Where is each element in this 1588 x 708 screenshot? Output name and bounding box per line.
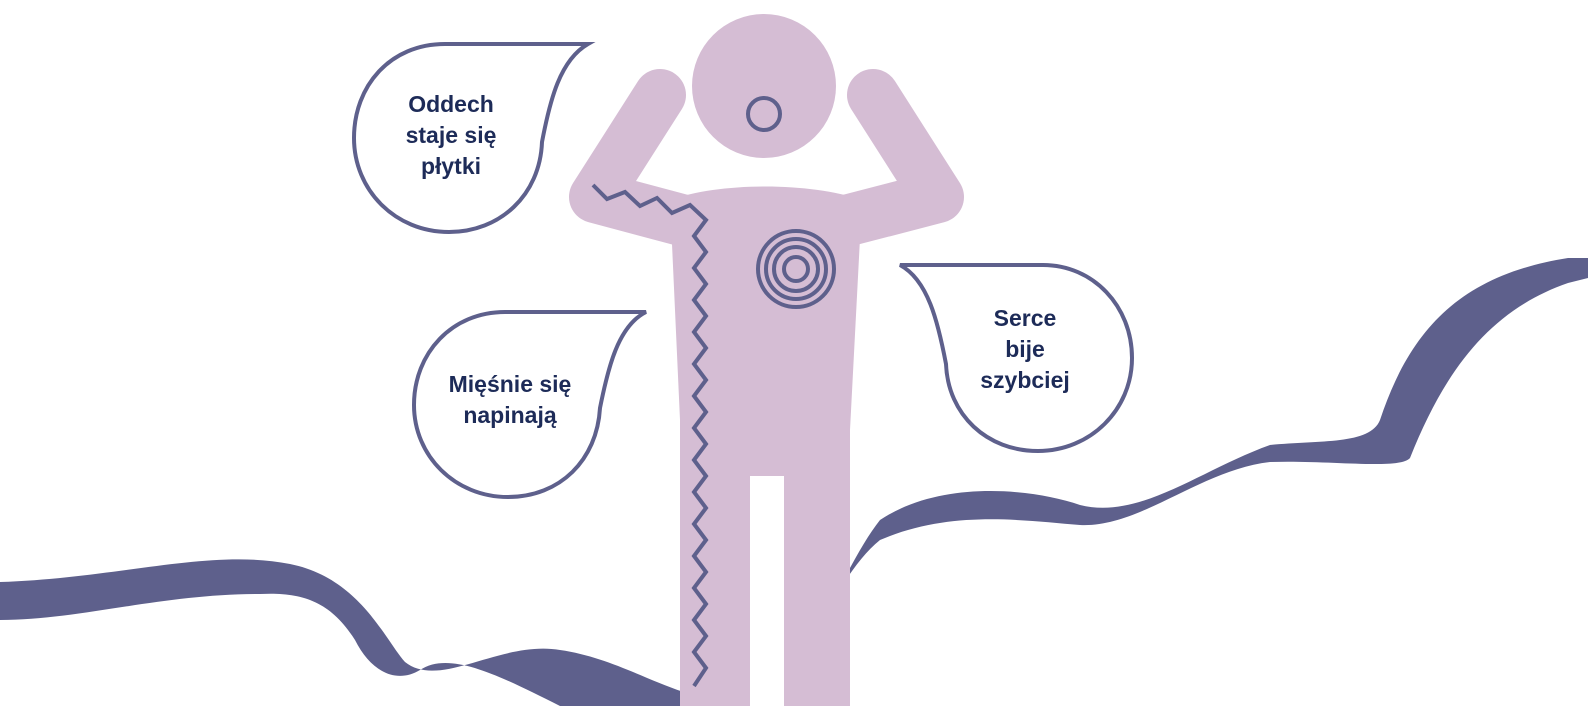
- breathing-callout-line-1: Oddech: [408, 89, 494, 120]
- breathing-callout-line-3: płytki: [421, 151, 481, 182]
- breathing-callout-text: Oddech staje się płytki: [370, 70, 532, 200]
- heart-callout-line-3: szybciej: [980, 365, 1070, 396]
- breathing-callout-line-2: staje się: [406, 120, 497, 151]
- heart-callout-line-1: Serce: [994, 303, 1057, 334]
- heart-callout-line-2: bije: [1005, 334, 1045, 365]
- heart-callout-text: Serce bije szybciej: [950, 284, 1100, 414]
- muscles-callout-line-2: napinają: [463, 400, 556, 431]
- leg-gap: [750, 476, 784, 708]
- head: [692, 14, 836, 158]
- muscles-callout-line-1: Mięśnie się: [449, 369, 572, 400]
- muscles-callout-text: Mięśnie się napinają: [420, 352, 600, 448]
